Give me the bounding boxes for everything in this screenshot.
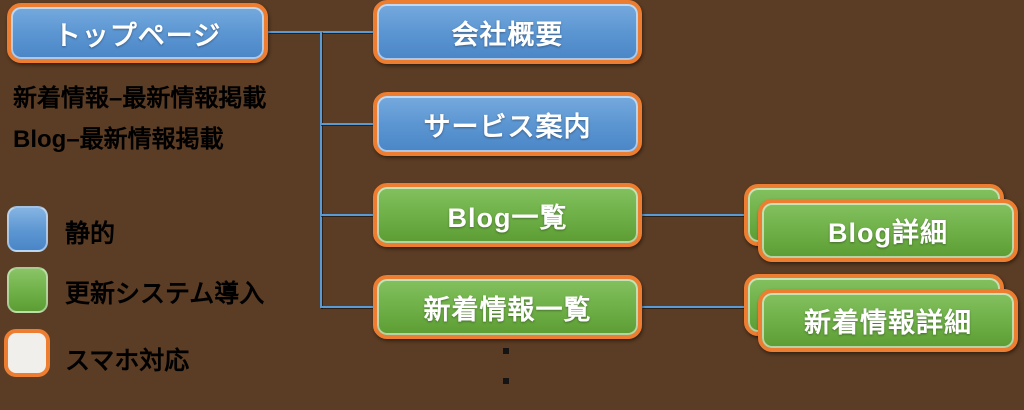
connector-line <box>642 214 746 216</box>
node-news-detail: 新着情報詳細 <box>758 289 1018 352</box>
node-news-list: 新着情報一覧 <box>373 275 642 339</box>
node-blog-detail: Blog詳細 <box>758 199 1018 262</box>
note-blog-info: Blog–最新情報掲載 <box>13 126 224 153</box>
legend-label-smartphone: スマホ対応 <box>65 347 190 375</box>
connector-line <box>320 306 373 308</box>
node-label: 新着情報一覧 <box>423 294 592 325</box>
connector-line <box>320 123 373 125</box>
legend-label-update-system: 更新システム導入 <box>65 280 265 308</box>
legend-swatch-smartphone-white <box>4 329 50 377</box>
connector-line <box>642 306 746 308</box>
node-label: 新着情報詳細 <box>804 308 972 338</box>
legend-label-static: 静的 <box>65 220 116 248</box>
node-service-guide: サービス案内 <box>373 92 642 156</box>
continuation-dot <box>503 378 509 384</box>
node-label: トップページ <box>53 20 222 51</box>
node-label: Blog一覧 <box>447 202 568 233</box>
node-label: Blog詳細 <box>828 218 948 248</box>
legend-swatch-cms-green <box>7 267 48 313</box>
note-news-info: 新着情報–最新情報掲載 <box>13 85 267 112</box>
continuation-dot <box>503 348 509 354</box>
node-label: サービス案内 <box>423 111 592 142</box>
connector-line <box>320 31 322 308</box>
node-company-overview: 会社概要 <box>373 0 642 64</box>
connector-line <box>320 214 373 216</box>
legend-swatch-static-blue <box>7 206 48 252</box>
node-label: 会社概要 <box>451 19 564 50</box>
node-blog-list: Blog一覧 <box>373 183 642 247</box>
node-top-page: トップページ <box>7 3 268 63</box>
